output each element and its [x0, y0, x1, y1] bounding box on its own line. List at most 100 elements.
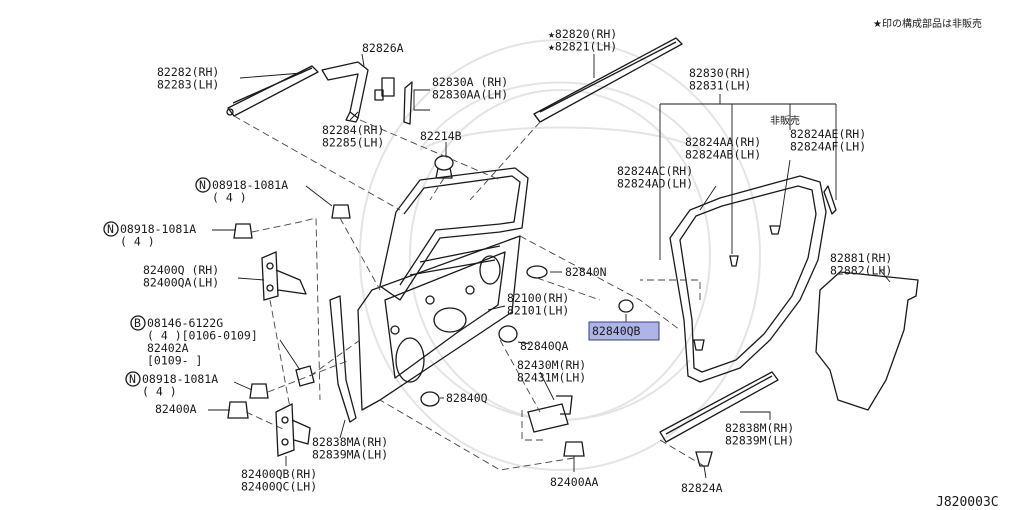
- label-line: 82824A: [681, 481, 723, 495]
- label-line: 82100(RH): [507, 291, 569, 305]
- label-line: 82840QB: [592, 324, 641, 338]
- label-82400A[interactable]: 82400A: [155, 402, 197, 416]
- label-line: 82840N: [565, 265, 607, 279]
- label-line: 82284(RH): [322, 123, 384, 137]
- label-82284[interactable]: 82284(RH)82285(LH): [322, 123, 384, 150]
- label-82400AA[interactable]: 82400AA: [550, 475, 599, 489]
- label-82824AE[interactable]: 82824AE(RH)82824AF(LH): [790, 127, 866, 154]
- part-82820-moulding: [533, 37, 683, 123]
- label-08146[interactable]: 08146-6122G( 4 )[0106-0109]82402A[0109- …: [147, 316, 258, 368]
- label-line: 08146-6122G: [147, 316, 223, 330]
- label-82830[interactable]: 82830(RH)82831(LH): [689, 66, 751, 93]
- label-82214B[interactable]: 82214B: [420, 129, 462, 143]
- label-line: 82881(RH): [830, 251, 892, 265]
- part-82400QB-lower-hinge: [275, 402, 311, 457]
- badge-08146: B: [130, 315, 146, 331]
- badge-08918b: N: [103, 221, 119, 237]
- label-line: 非販売: [770, 114, 800, 127]
- part-82830A-strip: [403, 81, 413, 125]
- part-plugs: [420, 265, 634, 407]
- label-line: 82431M(LH): [517, 371, 586, 385]
- label-82400Q[interactable]: 82400Q (RH)82400QA(LH): [143, 263, 219, 290]
- label-line: ( 4 )[0106-0109]: [147, 329, 258, 343]
- label-08918c[interactable]: 08918-1081A( 4 ): [142, 372, 218, 399]
- label-82840QB[interactable]: 82840QB: [592, 324, 641, 338]
- badge-08918a: N: [195, 177, 211, 193]
- label-82824AC[interactable]: 82824AC(RH)82824AD(LH): [617, 164, 693, 191]
- label-line: 82882(LH): [830, 264, 892, 278]
- label-82824A[interactable]: 82824A: [681, 481, 723, 495]
- label-line: 08918-1081A: [142, 372, 218, 386]
- label-line: 82824AA(RH): [685, 135, 761, 149]
- label-line: 82824AF(LH): [790, 140, 866, 154]
- label-82826A[interactable]: 82826A: [362, 41, 404, 55]
- label-line: 82285(LH): [322, 136, 384, 150]
- label-line: 82830A (RH): [432, 75, 508, 89]
- label-82400QB[interactable]: 82400QB(RH)82400QC(LH): [241, 467, 317, 494]
- label-82282[interactable]: 82282(RH)82283(LH): [157, 65, 219, 92]
- part-82214B-grommet: [434, 155, 454, 179]
- label-82838MA[interactable]: 82838MA(RH)82839MA(LH): [312, 435, 388, 462]
- label-line: 82430M(RH): [517, 358, 586, 372]
- label-line: 82824AD(LH): [617, 177, 693, 191]
- part-82430M-check-link: [527, 395, 573, 433]
- label-line: 82826A: [362, 41, 404, 55]
- diagram-code: J820003C: [936, 495, 999, 510]
- part-labels: 82282(RH)82283(LH) 82826A 82830A (RH)828…: [120, 27, 892, 495]
- label-line: 82830AA(LH): [432, 88, 508, 102]
- label-line: 82282(RH): [157, 65, 219, 79]
- label-08918b[interactable]: 08918-1081A( 4 ): [120, 222, 196, 249]
- part-82826A-clip: [381, 77, 395, 97]
- badge-letter: N: [107, 222, 114, 236]
- part-82100-door-panel: [357, 167, 529, 411]
- label-line: ★82820(RH): [548, 27, 617, 41]
- label-line: ( 4 ): [142, 385, 177, 399]
- label-line: 82824AE(RH): [790, 127, 866, 141]
- part-bolts: [227, 204, 713, 467]
- label-line: 08918-1081A: [212, 178, 288, 192]
- label-line: ( 4 ): [212, 191, 247, 205]
- label-line: 82824AB(LH): [685, 148, 761, 162]
- badge-letter: N: [129, 372, 136, 386]
- label-82100[interactable]: 82100(RH)82101(LH): [507, 291, 569, 318]
- label-82838M[interactable]: 82838M(RH)82839M(LH): [725, 421, 794, 448]
- badge-letter: B: [134, 316, 141, 330]
- part-82830-weatherstrip: [669, 175, 837, 383]
- label-line: ( 4 ): [120, 235, 155, 249]
- label-82840Q[interactable]: 82840Q: [446, 391, 488, 405]
- label-82824AA[interactable]: 82824AA(RH)82824AB(LH): [685, 135, 761, 162]
- label-line: 82400AA: [550, 475, 599, 489]
- part-82826A-clip-2: [374, 89, 384, 101]
- label-line: 82838MA(RH): [312, 435, 388, 449]
- label-82820[interactable]: ★82820(RH)★82821(LH): [548, 27, 617, 54]
- label-82430M[interactable]: 82430M(RH)82431M(LH): [517, 358, 586, 385]
- label-82830A[interactable]: 82830A (RH)82830AA(LH): [432, 75, 508, 102]
- highlight-82840QB: [588, 321, 660, 341]
- label-82881[interactable]: 82881(RH)82882(LH): [830, 251, 892, 278]
- part-82284-sash: [321, 61, 369, 123]
- part-82282-channel: [226, 65, 319, 117]
- label-line: 82214B: [420, 129, 462, 143]
- part-82838MA-seal: [329, 295, 357, 423]
- label-line: 82400QC(LH): [241, 480, 317, 494]
- label-line: 82840QA: [520, 339, 569, 353]
- label-82840N[interactable]: 82840N: [565, 265, 607, 279]
- label-line: 82839M(LH): [725, 434, 794, 448]
- label-line: 82400QB(RH): [241, 467, 317, 481]
- part-82838M-sill: [659, 371, 779, 443]
- label-line: [0109- ]: [147, 354, 202, 368]
- badge-08918c: N: [125, 371, 141, 387]
- label-line: 82400QA(LH): [143, 276, 219, 290]
- label-line: 82838M(RH): [725, 421, 794, 435]
- label-82840QA[interactable]: 82840QA: [520, 339, 569, 353]
- label-hihanbai: 非販売: [770, 114, 800, 127]
- part-82824-clips: [693, 225, 781, 351]
- note-text: ★印の構成部品は非販売: [873, 17, 982, 30]
- label-line: 82824AC(RH): [617, 164, 693, 178]
- label-line: ★82821(LH): [548, 40, 617, 54]
- label-line: 82402A: [147, 341, 189, 355]
- label-line: 82830(RH): [689, 66, 751, 80]
- label-08918a[interactable]: 08918-1081A( 4 ): [212, 178, 288, 205]
